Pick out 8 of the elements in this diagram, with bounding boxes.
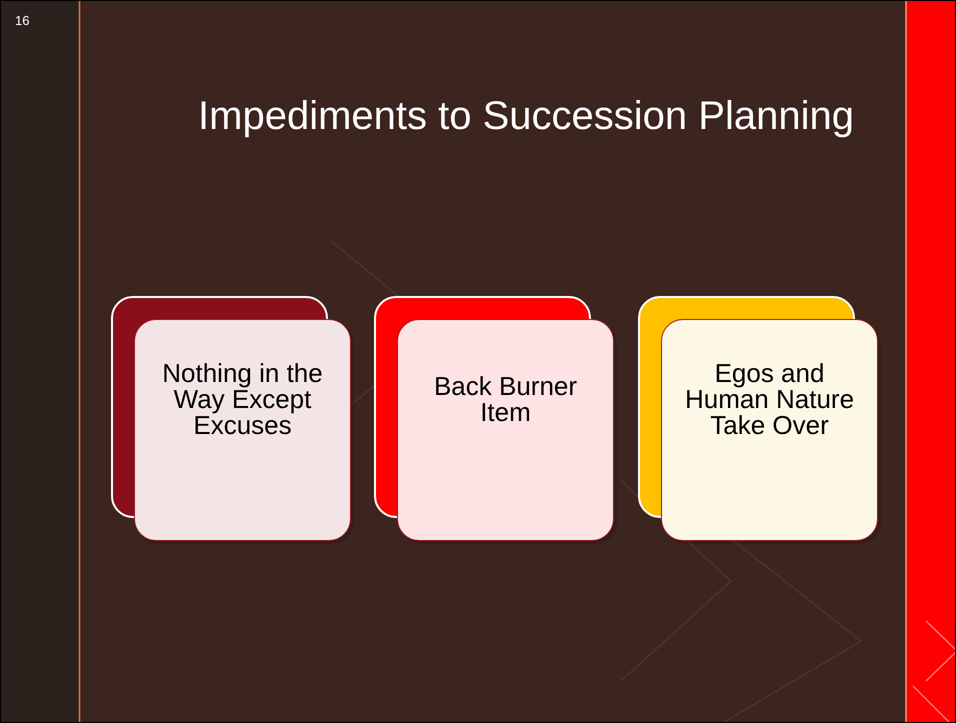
slide-number: 16 bbox=[15, 13, 30, 28]
text-card bbox=[661, 319, 878, 541]
text-card bbox=[134, 319, 351, 541]
text-card bbox=[397, 319, 614, 541]
card-text: Egos and Human Nature Take Over bbox=[684, 360, 856, 438]
slide-title: Impediments to Succession Planning bbox=[197, 93, 855, 140]
card-text: Nothing in the Way Except Excuses bbox=[161, 360, 324, 438]
card-text: Back Burner Item bbox=[432, 373, 578, 425]
